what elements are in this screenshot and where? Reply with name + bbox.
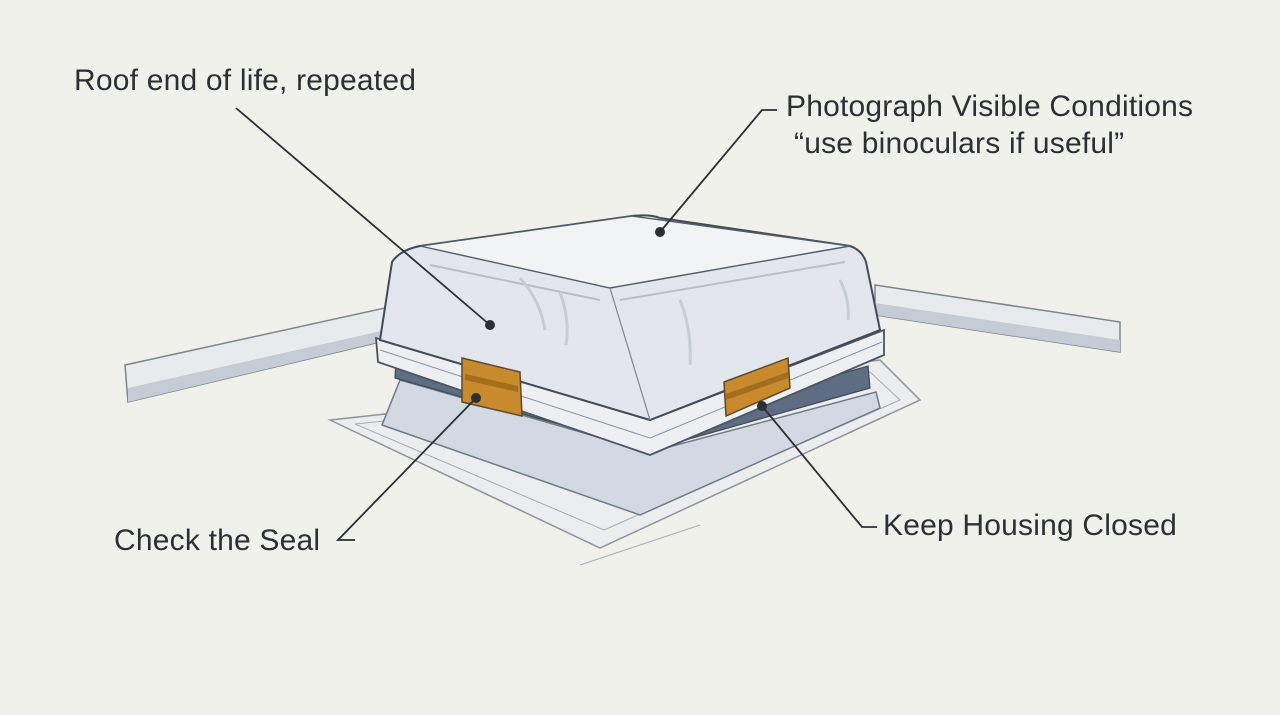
leader-dots — [471, 227, 767, 411]
leader-seal — [335, 397, 477, 541]
roof-rail-left — [124, 307, 389, 403]
callout-photograph-title: Photograph Visible Conditions — [786, 90, 1194, 123]
callout-check-seal: Check the Seal — [114, 524, 321, 557]
roof-rail-right — [874, 284, 1121, 353]
callout-keep-housing-closed: Keep Housing Closed — [883, 509, 1177, 542]
leader-photo — [659, 109, 777, 233]
leader-roof — [235, 107, 491, 326]
callout-roof-end-of-life: Roof end of life, repeated — [74, 64, 417, 97]
leader-lines — [235, 107, 877, 541]
callout-photograph-note: “use binoculars if useful” — [794, 126, 1125, 160]
latch-right-icon — [723, 356, 791, 418]
leader-housing — [761, 405, 877, 528]
callout-photograph-conditions: Photograph Visible Conditions “use binoc… — [786, 90, 1193, 161]
